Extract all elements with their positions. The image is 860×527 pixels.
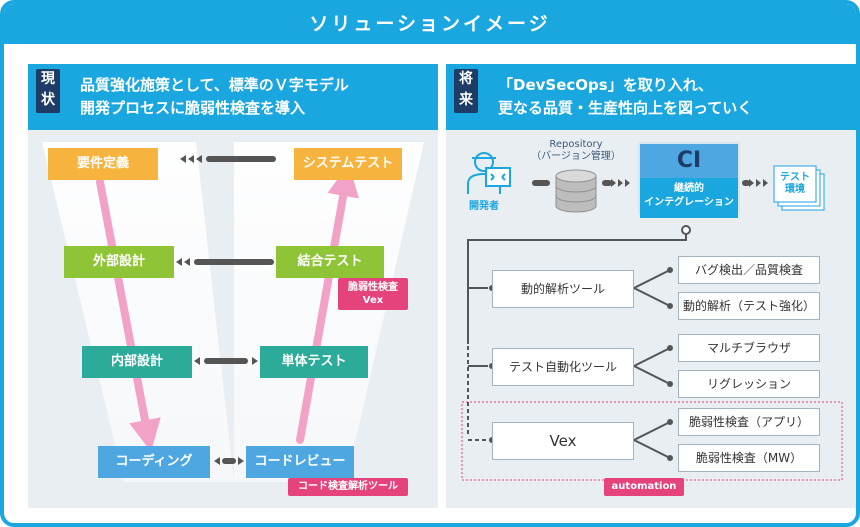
tool-test-automation: テスト自動化ツール — [492, 348, 634, 386]
step-system-test: システムテスト — [294, 148, 402, 180]
tool-vex: Vex — [492, 422, 634, 460]
future-state-panel: 将来 「DevSecOps」を取り入れ、 更なる品質・生産性向上を図っていく — [446, 64, 856, 508]
tool-dynamic-analysis: 動的解析ツール — [492, 270, 634, 308]
current-state-tag: 現状 — [36, 69, 60, 113]
step-unit-test: 単体テスト — [260, 346, 368, 378]
item-multi-browser: マルチブラウザ — [678, 334, 820, 362]
future-state-header: 将来 「DevSecOps」を取り入れ、 更なる品質・生産性向上を図っていく — [446, 64, 856, 130]
step-internal-design: 内部設計 — [82, 346, 192, 378]
v-band-right — [234, 142, 424, 482]
ci-node-dot — [681, 225, 691, 235]
item-dynamic-analysis: 動的解析（テスト強化） — [678, 292, 820, 320]
code-inspection-tool-tag: コード検査解析ツール — [288, 478, 408, 496]
current-state-header: 現状 品質強化施策として、標準のＶ字モデル 開発プロセスに脆弱性検査を導入 — [28, 64, 438, 130]
current-state-heading: 品質強化施策として、標準のＶ字モデル 開発プロセスに脆弱性検査を導入 — [80, 76, 349, 117]
test-environment-label: テスト 環境 — [780, 172, 810, 195]
v-band-left — [42, 142, 234, 482]
future-state-heading: 「DevSecOps」を取り入れ、 更なる品質・生産性向上を図っていく — [498, 76, 753, 117]
page-title: ソリューションイメージ — [4, 4, 856, 44]
developer-icon — [467, 152, 511, 194]
repository-label: Repository （バージョン管理） — [531, 139, 621, 162]
link-coding-review — [214, 457, 244, 465]
future-state-tag: 将来 — [454, 69, 478, 113]
current-state-panel: 現状 品質強化施策として、標準のＶ字モデル 開発プロセスに脆弱性検査を導入 — [28, 64, 438, 508]
step-external-design: 外部設計 — [64, 246, 174, 278]
step-requirements: 要件定義 — [48, 148, 158, 180]
link-requirements-system — [180, 155, 276, 163]
step-code-review: コードレビュー — [246, 446, 354, 478]
down-arrow — [96, 178, 161, 452]
step-integration-test: 結合テスト — [276, 246, 384, 278]
developer-label: 開発者 — [469, 201, 499, 212]
automation-tag: automation — [604, 478, 684, 496]
vex-vulnerability-tag: 脆弱性検査 Vex — [338, 278, 408, 310]
item-regression: リグレッション — [678, 370, 820, 398]
item-vuln-mw: 脆弱性検査（MW） — [678, 444, 820, 472]
ci-box: CI 継続的 インテグレーション — [638, 142, 740, 218]
link-external-integration — [176, 258, 274, 266]
item-vuln-app: 脆弱性検査（アプリ） — [678, 408, 820, 436]
item-bug-detection: バグ検出／品質検査 — [678, 256, 820, 284]
ci-subtitle: 継続的 インテグレーション — [640, 178, 738, 218]
flow-ci-to-test — [742, 179, 768, 187]
flow-repo-to-ci — [602, 179, 630, 187]
up-arrow — [296, 164, 359, 444]
step-coding: コーディング — [98, 446, 210, 478]
flow-dev-to-repo — [532, 180, 550, 186]
link-internal-unit — [194, 357, 258, 365]
repository-database-icon — [555, 169, 597, 213]
